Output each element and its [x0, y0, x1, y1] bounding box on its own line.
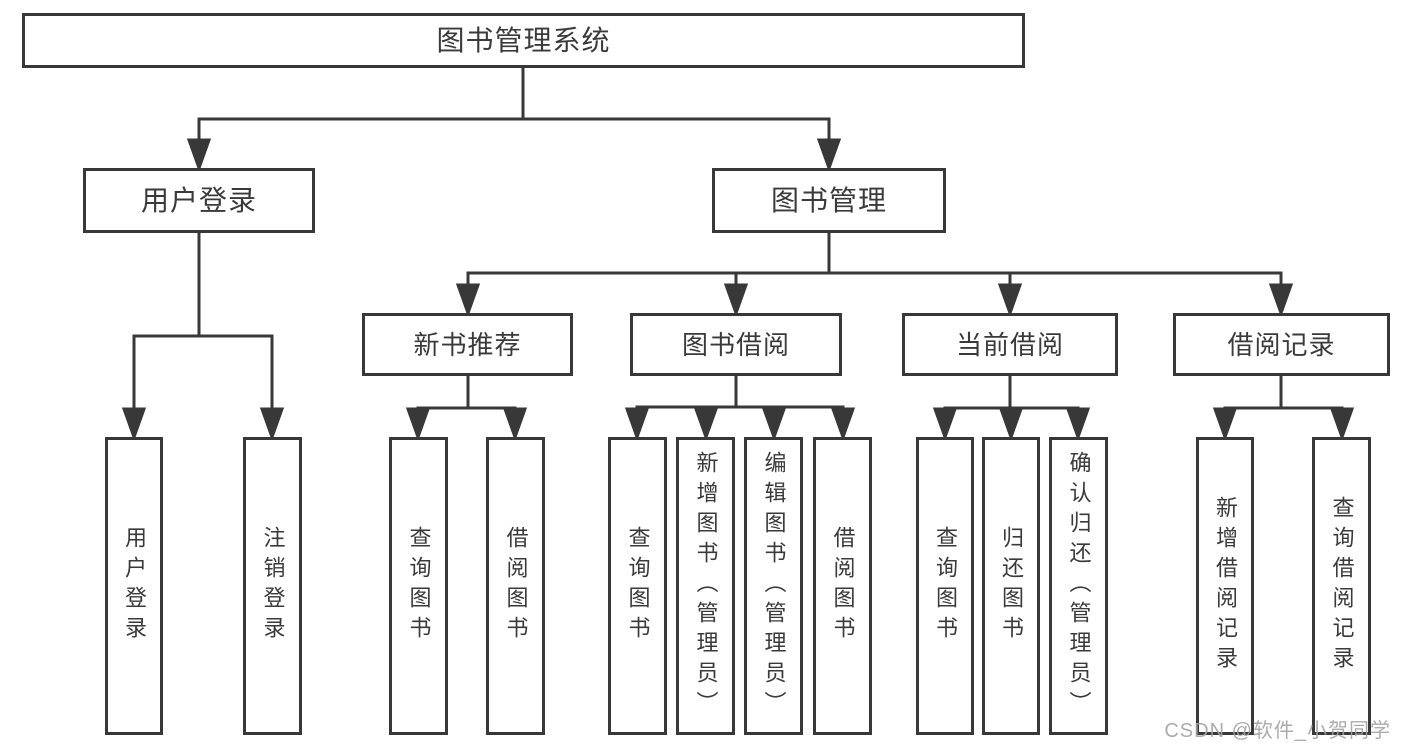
leaf-query-books-current: 查询图书: [916, 437, 974, 735]
node-label: 注销登录: [260, 526, 286, 646]
arrowhead: [816, 138, 842, 173]
node-book-management: 图书管理: [712, 168, 946, 233]
node-root-library-system: 图书管理系统: [22, 13, 1025, 68]
arrowhead: [830, 407, 856, 442]
leaf-add-borrow-record: 新增借阅记录: [1196, 437, 1254, 735]
node-user-login: 用户登录: [83, 168, 315, 233]
node-label: 查询借阅记录: [1329, 496, 1355, 676]
arrowhead: [693, 407, 719, 442]
node-book-borrowing: 图书借阅: [630, 313, 842, 376]
csdn-watermark: CSDN @软件_小贺同学: [1164, 720, 1391, 742]
leaf-query-books-recommend: 查询图书: [389, 437, 448, 735]
node-label: 图书管理: [770, 184, 887, 216]
node-new-book-recommend: 新书推荐: [362, 313, 573, 376]
arrowhead: [121, 407, 147, 442]
leaf-query-borrow-record: 查询借阅记录: [1312, 437, 1371, 735]
arrowhead: [624, 407, 650, 442]
arrowhead: [998, 407, 1024, 442]
node-label: 借阅图书: [503, 526, 529, 646]
node-current-borrowing: 当前借阅: [902, 313, 1118, 376]
leaf-borrow-books: 借阅图书: [813, 437, 872, 735]
node-label: 新增借阅记录: [1213, 496, 1238, 676]
node-label: 归还图书: [999, 526, 1024, 646]
node-borrowing-records: 借阅记录: [1173, 313, 1390, 376]
node-label: 用户登录: [122, 526, 147, 646]
leaf-add-book-admin: 新增图书（管理员）: [676, 437, 735, 735]
leaf-borrow-books-recommend: 借阅图书: [486, 437, 545, 735]
leaf-return-book: 归还图书: [982, 437, 1040, 735]
arrowhead: [1212, 407, 1238, 442]
arrowhead: [186, 138, 212, 173]
leaf-confirm-return-admin: 确认归还（管理员）: [1049, 437, 1108, 735]
arrowhead: [761, 407, 787, 442]
node-label: 图书借阅: [681, 329, 790, 360]
node-label: 新书推荐: [413, 329, 522, 360]
node-label: 编辑图书（管理员）: [761, 451, 787, 721]
leaf-query-books-borrowing: 查询图书: [608, 437, 667, 735]
arrowhead: [455, 283, 481, 318]
node-label: 确认归还（管理员）: [1066, 451, 1092, 721]
arrowhead: [405, 407, 431, 442]
node-label: 查询图书: [406, 526, 432, 646]
arrowhead: [1329, 407, 1355, 442]
node-label: 借阅图书: [830, 526, 856, 646]
arrowhead: [723, 283, 749, 318]
node-label: 用户登录: [140, 184, 257, 216]
node-label: 当前借阅: [955, 329, 1064, 360]
node-label: 查询图书: [625, 526, 651, 646]
node-label: 图书管理系统: [436, 24, 611, 56]
leaf-edit-book-admin: 编辑图书（管理员）: [744, 437, 803, 735]
arrowhead: [1065, 407, 1091, 442]
arrowhead: [1268, 283, 1294, 318]
node-label: 借阅记录: [1227, 329, 1336, 360]
arrowhead: [502, 407, 528, 442]
leaf-logout: 注销登录: [243, 437, 302, 735]
leaf-user-login: 用户登录: [105, 437, 163, 735]
node-label: 新增图书（管理员）: [693, 451, 719, 721]
node-label: 查询图书: [933, 526, 958, 646]
arrowhead: [259, 407, 285, 442]
arrowhead: [997, 283, 1023, 318]
arrowhead: [932, 407, 958, 442]
